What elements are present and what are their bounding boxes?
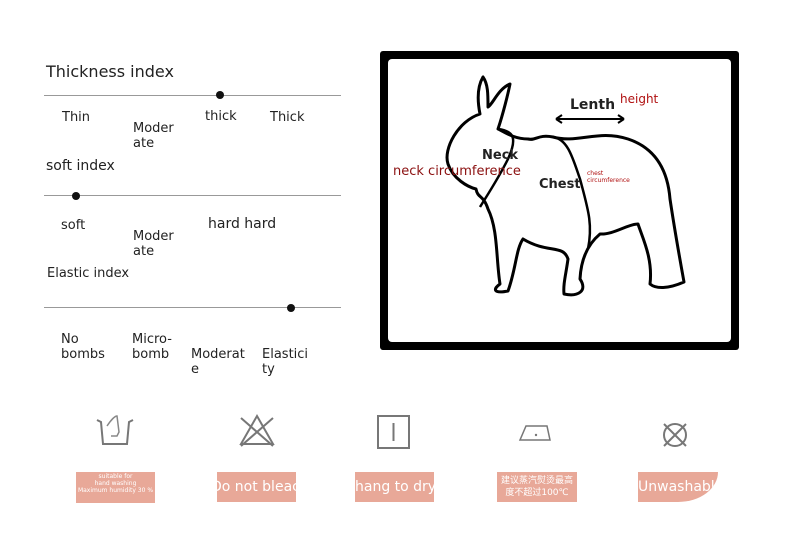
chest-label: Chest — [539, 177, 581, 192]
care-text: suitable for — [98, 473, 133, 480]
thickness-slider — [44, 95, 341, 96]
care-text: 建议蒸汽熨烫最高 — [500, 476, 573, 486]
soft-title: soft index — [46, 158, 115, 174]
thickness-option: thick — [205, 109, 237, 124]
no-wash-icon — [663, 423, 687, 447]
chest-circ-line2: circumference — [587, 177, 630, 184]
soft-option: Moder ate — [133, 229, 174, 259]
soft-marker — [72, 192, 80, 200]
elastic-title: Elastic index — [47, 266, 130, 281]
thickness-option: Thick — [270, 110, 305, 125]
care-label-iron: 建议蒸汽熨烫最高度不超过100℃ — [497, 472, 577, 502]
soft-option: soft — [61, 218, 86, 233]
thickness-title: Thickness index — [46, 62, 174, 81]
hand-wash-icon — [96, 415, 134, 445]
chest-circ-line1: chest — [587, 170, 604, 177]
soft-option: hard hard — [208, 216, 277, 232]
iron-icon — [518, 425, 551, 441]
height-label: height — [620, 92, 659, 106]
dog-outline-icon — [445, 75, 686, 297]
elastic-marker — [287, 304, 295, 312]
thickness-option: Thin — [62, 110, 91, 125]
care-text: hand washing — [94, 480, 137, 487]
neck-label: Neck — [482, 148, 519, 163]
neck-circumference-label: neck circumference — [393, 164, 521, 179]
elastic-option: Micro-bomb — [132, 332, 172, 362]
soft-slider — [44, 195, 341, 196]
thickness-marker — [216, 91, 224, 99]
elastic-option: Elastici ty — [262, 347, 309, 377]
length-label: Lenth — [570, 97, 616, 113]
elastic-option: No bombs — [61, 332, 105, 362]
care-text: Maximum humidity 30 % — [77, 487, 154, 494]
elastic-option: Moderat e — [191, 347, 245, 377]
care-label-no-wash: Unwashable — [638, 472, 718, 502]
elastic-slider — [44, 307, 341, 308]
hang-dry-icon — [377, 415, 410, 449]
no-bleach-icon — [239, 413, 275, 447]
care-label-hang-dry: hang to dry — [355, 472, 434, 502]
care-text: 度不超过100℃ — [505, 488, 569, 498]
thickness-option: Moder ate — [133, 121, 174, 151]
size-diagram: Lenth height Neck neck circumference Che… — [380, 51, 739, 350]
